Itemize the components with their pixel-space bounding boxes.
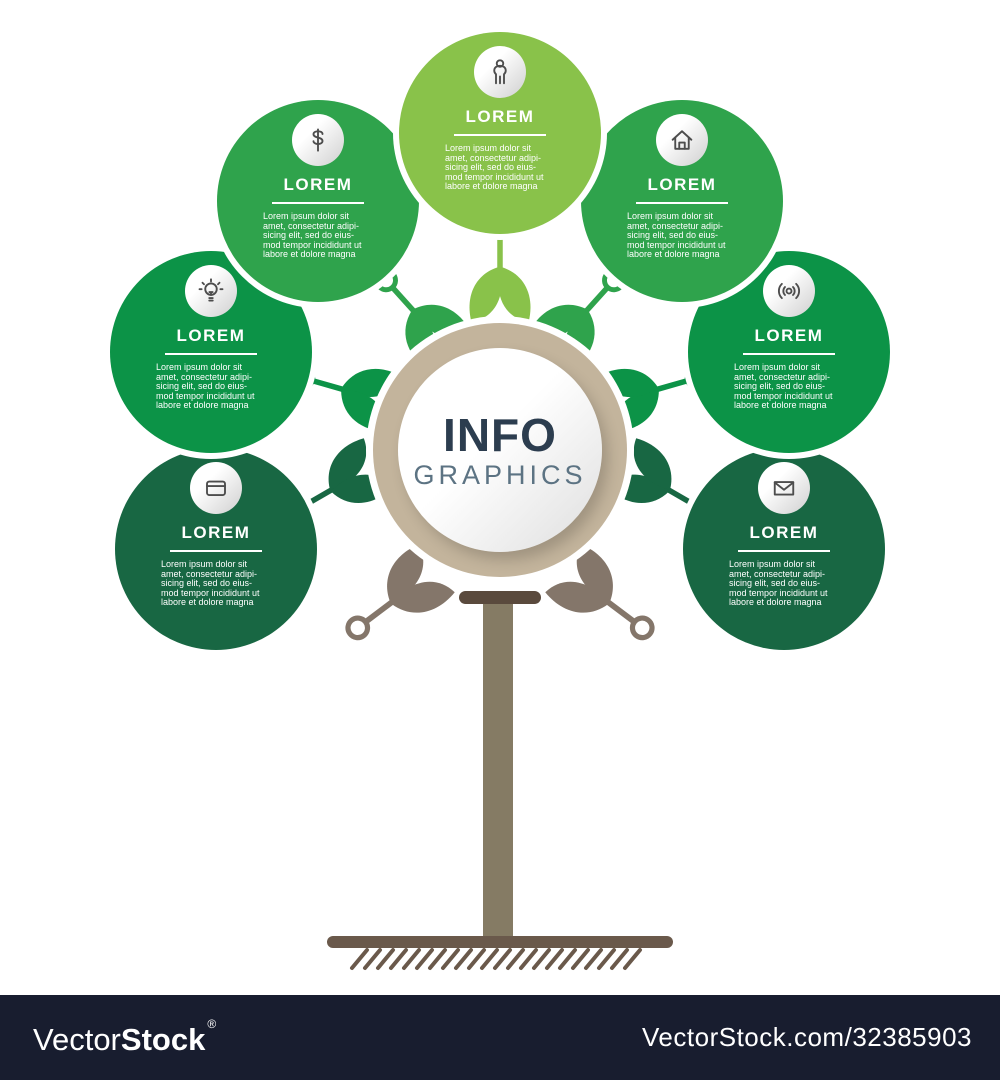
node-label: LOREM <box>754 326 824 345</box>
node-label: LOREM <box>465 107 535 126</box>
node-body: Lorem ipsum dolor sit amet, consectetur … <box>445 143 544 192</box>
node-body: Lorem ipsum dolor sit amet, consectetur … <box>729 559 828 608</box>
divider <box>454 134 546 136</box>
title: INFO <box>443 408 557 461</box>
node-body: Lorem ipsum dolor sit amet, consectetur … <box>734 362 833 411</box>
node-body: Lorem ipsum dolor sit amet, consectetur … <box>161 559 260 608</box>
icon-disc <box>474 46 526 98</box>
divider <box>165 353 257 355</box>
divider <box>272 202 364 204</box>
icon-disc <box>763 265 815 317</box>
node-label: LOREM <box>176 326 246 345</box>
ground-bar <box>327 936 673 948</box>
node-top: LOREM Lorem ipsum dolor sit amet, consec… <box>399 32 601 234</box>
center-inner-disc: INFO GRAPHICS <box>398 348 602 552</box>
home-icon <box>671 130 693 150</box>
node-label: LOREM <box>749 523 819 542</box>
logo-regular: Vector <box>33 1022 121 1057</box>
lightbulb-icon <box>198 278 224 302</box>
icon-disc <box>185 265 237 317</box>
center-circle: INFO GRAPHICS <box>373 323 627 577</box>
node-body: Lorem ipsum dolor sit amet, consectetur … <box>156 362 255 411</box>
trunk-collar <box>459 591 541 604</box>
subtitle: GRAPHICS <box>413 459 587 490</box>
icon-disc <box>758 462 810 514</box>
divider <box>743 353 835 355</box>
node-low-left: LOREM Lorem ipsum dolor sit amet, consec… <box>115 448 317 650</box>
node-label: LOREM <box>647 175 717 194</box>
node-low-right: LOREM Lorem ipsum dolor sit amet, consec… <box>683 448 885 650</box>
icon-disc <box>292 114 344 166</box>
broadcast-icon <box>778 282 800 300</box>
tree-trunk <box>483 598 513 943</box>
divider <box>738 550 830 552</box>
icon-disc <box>656 114 708 166</box>
envelope-icon <box>773 481 795 496</box>
node-label: LOREM <box>283 175 353 194</box>
soil-hatching <box>350 948 642 970</box>
node-upper-left: LOREM Lorem ipsum dolor sit amet, consec… <box>217 100 419 302</box>
node-body: Lorem ipsum dolor sit amet, consectetur … <box>627 211 726 260</box>
icon-disc <box>190 462 242 514</box>
vectorstock-logo: VectorStock® <box>33 1017 216 1058</box>
dollar-icon <box>312 128 324 152</box>
node-label: LOREM <box>181 523 251 542</box>
logo-bold: Stock <box>120 1022 206 1057</box>
node-upper-right: LOREM Lorem ipsum dolor sit amet, consec… <box>581 100 783 302</box>
person-icon <box>493 59 507 85</box>
divider <box>636 202 728 204</box>
watermark-url: VectorStock.com/32385903 <box>642 1022 972 1052</box>
registered-mark: ® <box>207 1017 217 1031</box>
node-body: Lorem ipsum dolor sit amet, consectetur … <box>263 211 362 260</box>
divider <box>170 550 262 552</box>
watermark-bar: VectorStock® VectorStock.com/32385903 <box>0 995 1000 1080</box>
credit-card-icon <box>206 480 226 496</box>
